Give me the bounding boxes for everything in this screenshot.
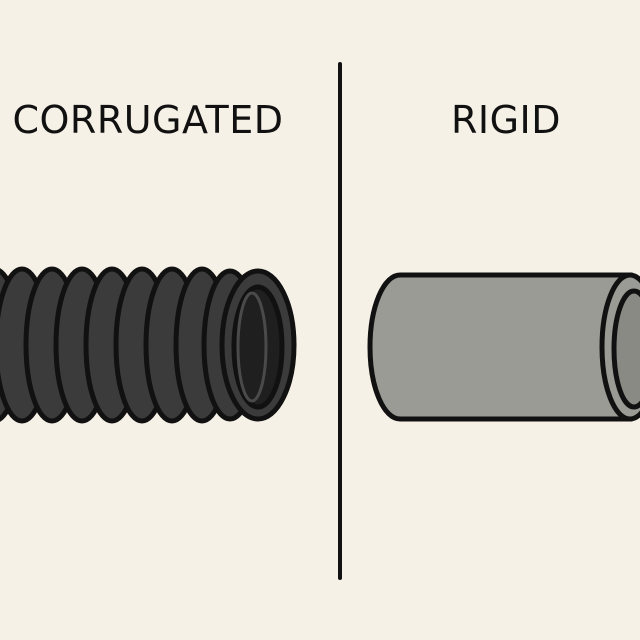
tube-opening (231, 284, 285, 410)
rigid-tube-opening (611, 288, 640, 410)
rigid-label: RIGID (450, 98, 562, 142)
corrugated-label: CORRUGATED (12, 98, 284, 142)
rigid-tube (367, 272, 640, 422)
corrugated-tube (0, 266, 297, 424)
tube-inner-highlight (236, 291, 268, 403)
rigid-tube-body (367, 272, 633, 422)
center-divider (338, 62, 342, 580)
